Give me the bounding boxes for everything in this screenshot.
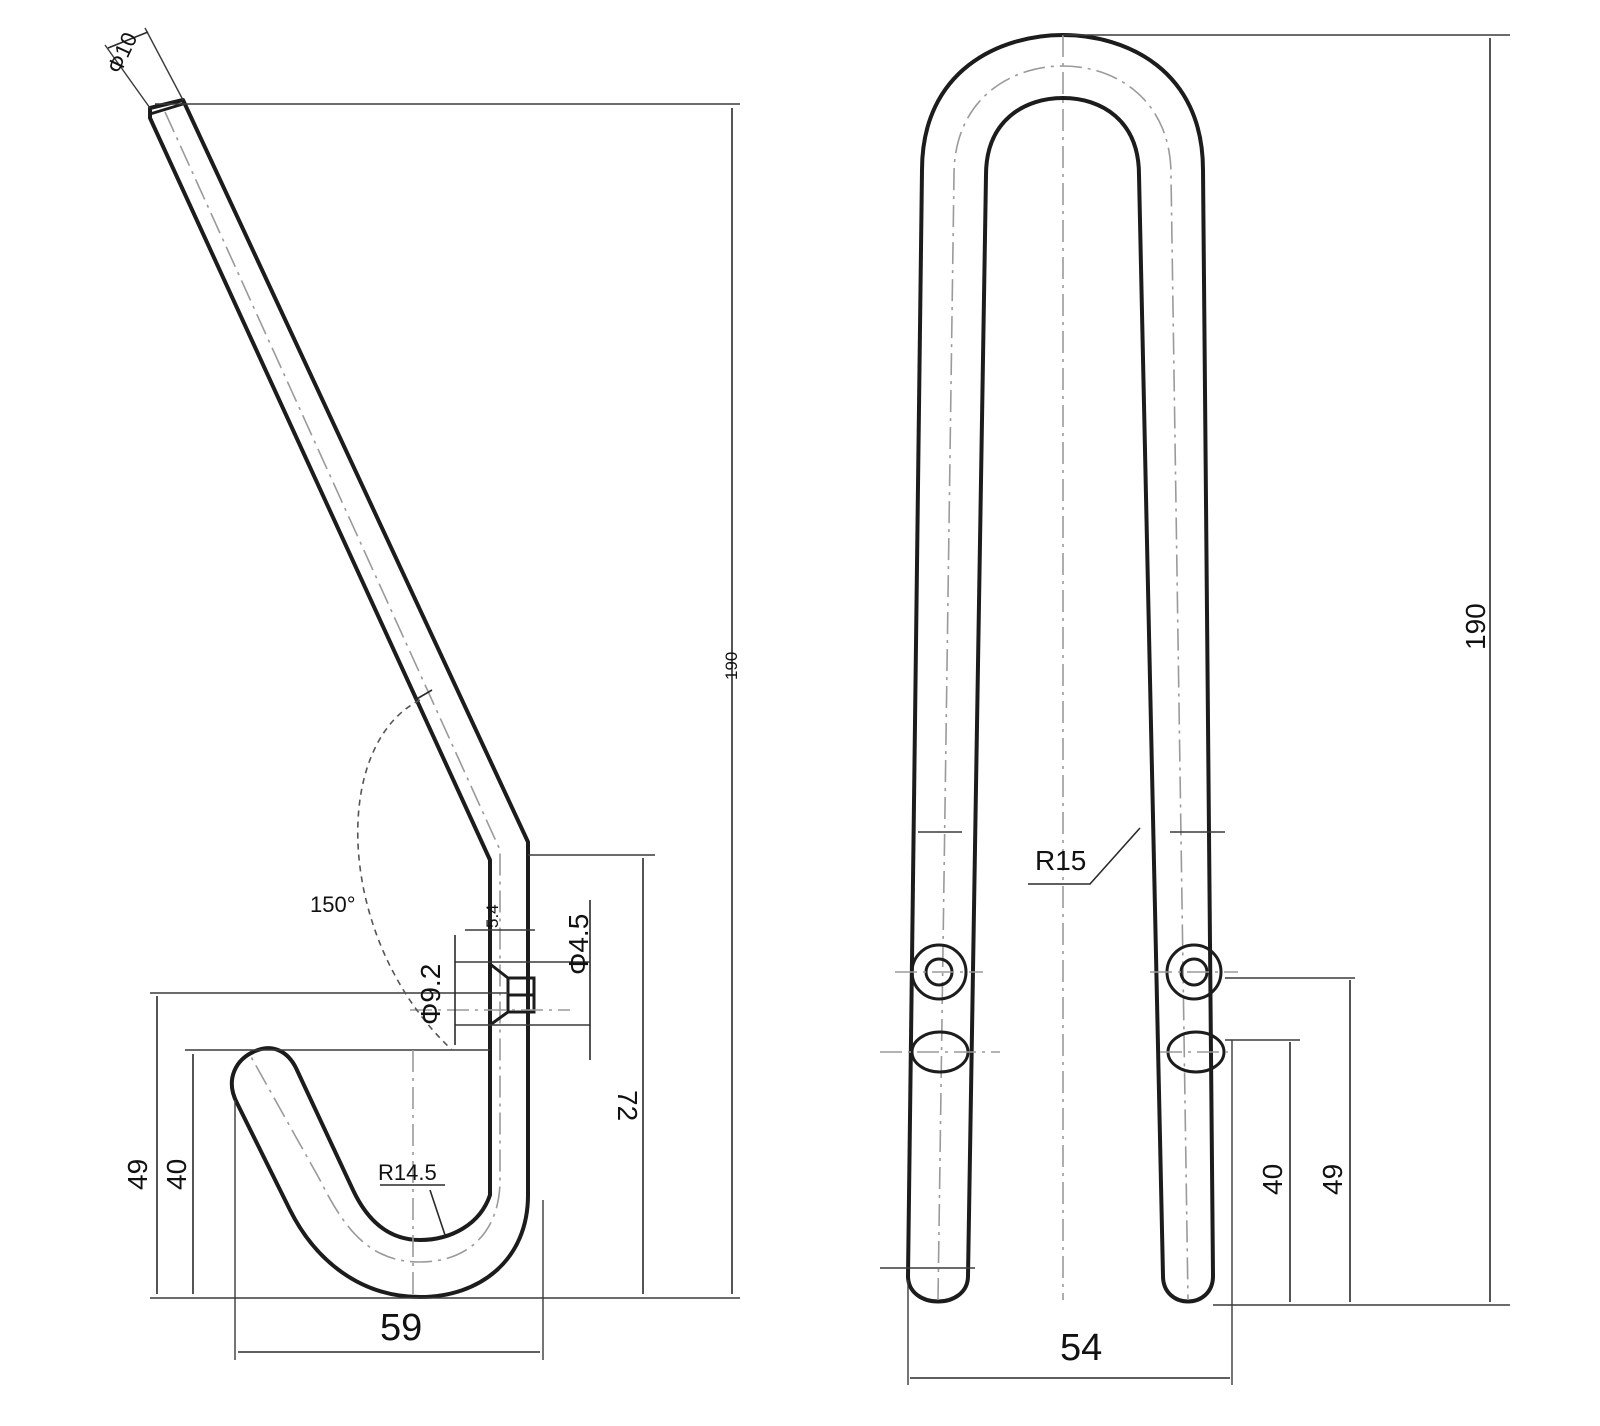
front-width-label: 54 bbox=[1060, 1327, 1102, 1369]
side-leader-r145-b bbox=[429, 1189, 446, 1236]
side-ext-dia-a bbox=[104, 44, 151, 109]
side-height-40-label: 40 bbox=[161, 1159, 192, 1190]
side-ext-dia-b bbox=[144, 27, 184, 101]
front-left-leg-end bbox=[906, 1274, 970, 1304]
front-leader-r15 bbox=[1028, 827, 1141, 885]
side-height-49-label: 49 bbox=[122, 1159, 153, 1190]
side-hole-dia-label: Φ4.5 bbox=[563, 914, 594, 975]
side-bend-radius-label: R14.5 bbox=[378, 1160, 437, 1185]
side-diameter-label: Φ10 bbox=[102, 28, 142, 77]
side-countersink bbox=[489, 962, 509, 1027]
side-overall-height-label: 190 bbox=[722, 652, 741, 680]
front-view: R15 190 54 40 49 bbox=[880, 33, 1510, 1385]
side-rod-outline bbox=[148, 98, 530, 1299]
front-right-leg-end bbox=[1161, 1274, 1215, 1304]
side-dim-dia bbox=[107, 31, 149, 49]
front-radius-label: R15 bbox=[1035, 845, 1086, 876]
front-overall-height-label: 190 bbox=[1460, 603, 1491, 650]
front-u-inner bbox=[966, 96, 1165, 1278]
side-width-label: 59 bbox=[380, 1307, 422, 1349]
side-countersink-label: Φ9.2 bbox=[415, 964, 446, 1025]
side-rod-centerline bbox=[164, 111, 501, 1263]
front-height-49-label: 49 bbox=[1317, 1164, 1348, 1195]
front-height-40-label: 40 bbox=[1257, 1164, 1288, 1195]
side-rod-top-end bbox=[149, 102, 184, 116]
side-hole-offset-label: 5.4 bbox=[483, 904, 502, 928]
side-angle-tick bbox=[414, 689, 433, 701]
side-view: Φ10 190 150° 72 5.4 Φ4.5 Φ9.2 R14.5 59 4… bbox=[102, 27, 741, 1360]
side-lower-height-label: 72 bbox=[612, 1090, 643, 1121]
side-angle-label: 150° bbox=[310, 892, 356, 917]
side-angle-arc bbox=[356, 699, 453, 1051]
